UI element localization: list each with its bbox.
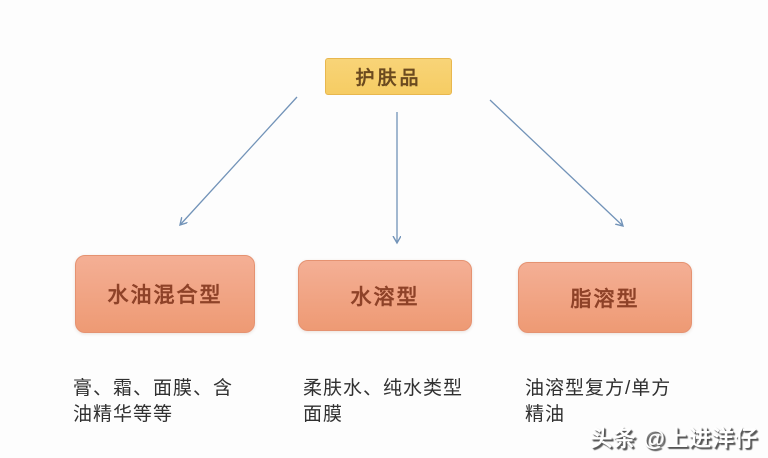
root-node-label: 护肤品 [355, 68, 422, 89]
node-fat-soluble: 脂溶型 [518, 262, 692, 333]
description-water-soluble: 柔肤水、纯水类型 面膜 [303, 378, 464, 425]
node-water-soluble: 水溶型 [298, 260, 472, 331]
node-fat-soluble-label: 脂溶型 [570, 287, 640, 311]
description-water-oil-mixed: 膏、霜、面膜、含 油精华等等 [73, 378, 234, 425]
node-water-oil-mixed-label: 水油混合型 [107, 284, 223, 307]
root-node-skincare: 护肤品 [325, 58, 452, 95]
watermark-toutiao: 头条 @上进洋仔 [590, 426, 758, 451]
node-water-soluble-label: 水溶型 [350, 285, 420, 309]
node-water-oil-mixed: 水油混合型 [75, 255, 255, 333]
description-fat-soluble: 油溶型复方/单方 精油 [525, 378, 672, 425]
arrow-to-water-oil-mixed [180, 96, 298, 225]
arrow-to-fat-soluble [489, 99, 623, 226]
